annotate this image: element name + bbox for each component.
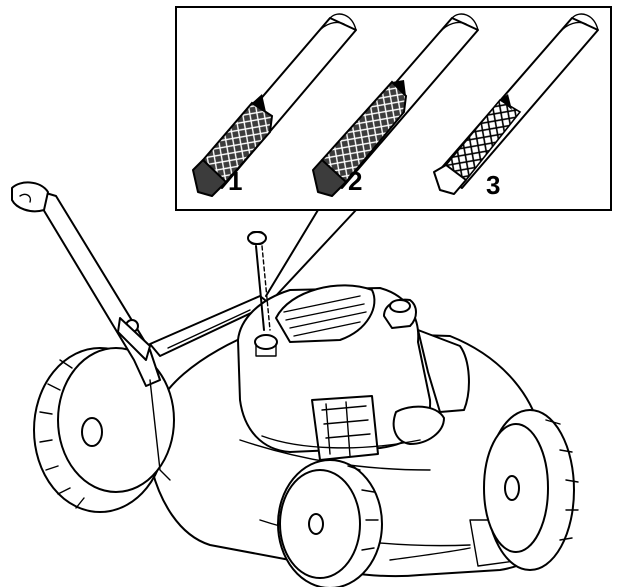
callout-label-3: 3 xyxy=(486,170,500,200)
callout-label-2: 2 xyxy=(348,166,362,196)
front-wheel-right xyxy=(483,409,579,571)
dipstick-callout: 1 2 3 xyxy=(175,6,612,211)
dipstick-mid-level xyxy=(312,13,479,197)
rear-wheel-left xyxy=(33,347,175,513)
mower-dipstick xyxy=(247,231,278,357)
callout-leader-lines xyxy=(265,209,357,301)
front-wheel-left xyxy=(277,459,383,587)
dipstick-full-level xyxy=(192,13,357,197)
callout-label-1: 1 xyxy=(228,166,242,196)
handle-left xyxy=(11,181,171,481)
dipstick-low-level xyxy=(433,13,599,195)
engine xyxy=(237,284,470,461)
lawn-mower xyxy=(11,181,579,587)
